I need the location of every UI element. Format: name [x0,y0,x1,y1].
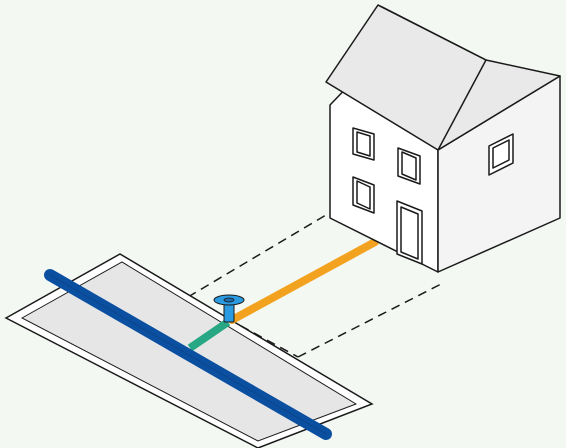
side-window-inner [492,139,510,169]
roof-hip [437,59,487,151]
supply-pipe [228,238,379,324]
water-main-outline [49,274,327,435]
communication-pipe [187,318,231,352]
boundary-back-edge [187,214,327,298]
front-door-inner [400,206,419,260]
stop-valve [213,294,245,323]
valve-body [223,303,235,323]
window-lower-left-inner [356,180,371,210]
valve-cap [223,297,235,303]
roof-ridge [377,4,487,61]
window-upper-right-inner [401,151,417,181]
window-upper-left-inner [356,131,371,157]
boundary-front-edge [297,281,446,358]
house [325,4,561,273]
